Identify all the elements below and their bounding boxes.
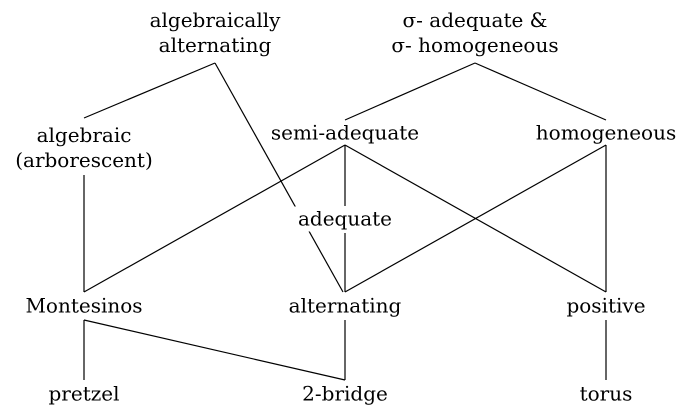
node-pretzel: pretzel — [48, 382, 119, 407]
node-algebraic: algebraic (arborescent) — [15, 123, 153, 173]
node-label-line: homogeneous — [535, 120, 677, 145]
node-label-line: algebraically — [149, 8, 281, 32]
node-label-line: alternating — [288, 293, 402, 318]
edge-homogeneous-alternating — [344, 144, 607, 293]
node-alternating: alternating — [289, 294, 402, 319]
node-torus: torus — [580, 382, 633, 407]
node-label-line: (arborescent) — [15, 148, 153, 172]
edge-sigma-homogeneous — [474, 62, 607, 121]
node-semi-adequate: semi-adequate — [271, 121, 419, 146]
node-label-line: semi-adequate — [270, 120, 420, 145]
node-algebraically-alternating: algebraically alternating — [150, 8, 281, 58]
node-label-line: 2-bridge — [302, 381, 388, 406]
edge-alg-alt-alternating — [214, 62, 344, 293]
edge-alg-alt-algebraic — [83, 62, 216, 119]
node-label-line: torus — [579, 381, 633, 406]
edge-semi-adequate-montesinos — [83, 144, 346, 293]
node-label-line: Montesinos — [25, 293, 143, 318]
node-label-line: σ- adequate & — [402, 8, 548, 32]
node-montesinos: Montesinos — [25, 294, 142, 319]
node-adequate: adequate — [293, 206, 397, 232]
node-label-line: pretzel — [48, 381, 120, 406]
edge-montesinos-two-bridge — [83, 319, 346, 381]
node-label-line: adequate — [297, 206, 393, 231]
node-positive: positive — [566, 294, 645, 319]
node-two-bridge: 2-bridge — [302, 382, 388, 407]
node-label-line: positive — [566, 293, 646, 318]
node-label-line: σ- homogeneous — [391, 33, 559, 57]
node-homogeneous: homogeneous — [536, 121, 676, 146]
node-sigma-adequate-homogeneous: σ- adequate & σ- homogeneous — [391, 8, 558, 58]
edge-sigma-semi-adequate — [344, 62, 476, 121]
node-label-line: alternating — [158, 33, 272, 57]
node-label-line: algebraic — [36, 123, 132, 147]
